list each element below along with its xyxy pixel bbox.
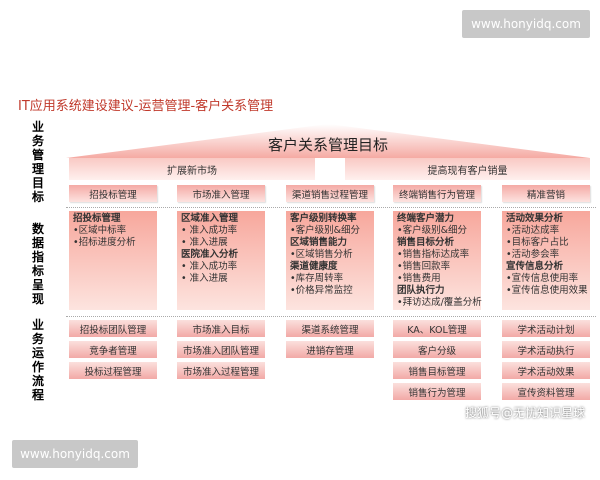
- goal-item: 渠道销售过程管理: [286, 185, 374, 202]
- metric-item: •客户级别&细分: [397, 225, 468, 236]
- goal-band-expand: 扩展新市场: [69, 158, 315, 180]
- metric-item: • 准入成功率: [181, 225, 238, 236]
- metric-heading: 团队执行力: [397, 285, 445, 296]
- metric-item: •客户级别&细分: [290, 225, 361, 236]
- metric-heading: 销售目标分析: [397, 237, 455, 248]
- metric-item: •区域中标率: [73, 225, 127, 236]
- process-item: 投标过程管理: [69, 362, 157, 379]
- section-label-metrics: 数据指标呈现: [31, 222, 44, 306]
- metric-heading: 区域销售能力: [290, 237, 348, 248]
- metric-item: • 准入进展: [181, 237, 228, 248]
- process-item: 学术活动效果: [502, 362, 590, 379]
- metric-box: 招投标管理•区域中标率•招标进度分析: [69, 211, 157, 310]
- process-item: 销售目标管理: [393, 362, 481, 379]
- page-title: IT应用系统建设建议-运营管理-客户关系管理: [18, 99, 274, 114]
- process-item: 渠道系统管理: [286, 320, 374, 337]
- metric-heading: 宣传信息分析: [506, 261, 564, 272]
- process-item: 招投标团队管理: [69, 320, 157, 337]
- metric-item: •价格异常监控: [290, 285, 353, 296]
- metric-heading: 招投标管理: [73, 213, 121, 224]
- section-label-process: 业务运作流程: [31, 318, 44, 402]
- goal-item: 招投标管理: [69, 185, 157, 202]
- process-item: 客户分级: [393, 341, 481, 358]
- metric-item: •销售指标达成率: [397, 249, 470, 260]
- metric-item: •宣传信息使用效果: [506, 285, 588, 296]
- process-item: 竞争者管理: [69, 341, 157, 358]
- metric-item: •销售回款率: [397, 261, 451, 272]
- process-item: 市场准入目标: [177, 320, 265, 337]
- process-item: 宣传资料管理: [502, 383, 590, 400]
- sohu-watermark: 搜狐号@无忧知识星球: [465, 406, 586, 420]
- divider: [66, 316, 596, 317]
- process-item: 市场准入过程管理: [177, 362, 265, 379]
- watermark-bottom: www.honyidq.com: [12, 440, 138, 468]
- process-item: 学术活动执行: [502, 341, 590, 358]
- metric-item: •活动参会率: [506, 249, 560, 260]
- goal-band-increase: 提高现有客户销量: [345, 158, 590, 180]
- metric-heading: 医院准入分析: [181, 249, 239, 260]
- metric-item: •销售费用: [397, 273, 441, 284]
- roof-shape: [66, 124, 590, 158]
- metric-heading: 活动效果分析: [506, 213, 564, 224]
- goal-item: 精准营销: [502, 185, 590, 202]
- metric-heading: 区域准入管理: [181, 213, 239, 224]
- metric-heading: 渠道健康度: [290, 261, 338, 272]
- metric-item: •宣传信息使用率: [506, 273, 579, 284]
- metric-item: •区域销售分析: [290, 249, 353, 260]
- goal-item: 市场准入管理: [177, 185, 265, 202]
- divider: [66, 207, 596, 208]
- roof-title: 客户关系管理目标: [267, 136, 388, 154]
- metric-box: 客户级别转换率•客户级别&细分区域销售能力•区域销售分析渠道健康度•库存周转率•…: [286, 211, 374, 310]
- watermark-top: www.honyidq.com: [462, 10, 590, 38]
- process-item: KA、KOL管理: [393, 320, 481, 337]
- metric-box: 区域准入管理• 准入成功率• 准入进展医院准入分析• 准入成功率• 准入进展: [177, 211, 265, 310]
- process-item: 市场准入团队管理: [177, 341, 265, 358]
- process-item: 销售行为管理: [393, 383, 481, 400]
- metric-box: 活动效果分析•活动达成率•目标客户占比•活动参会率宣传信息分析•宣传信息使用率•…: [502, 211, 590, 310]
- metric-item: •库存周转率: [290, 273, 344, 284]
- metric-box: 终端客户潜力•客户级别&细分销售目标分析•销售指标达成率•销售回款率•销售费用团…: [393, 211, 482, 310]
- metric-item: •活动达成率: [506, 225, 560, 236]
- metric-item: •目标客户占比: [506, 237, 569, 248]
- metric-item: •招标进度分析: [73, 237, 136, 248]
- metric-item: •拜访达成/覆盖分析: [397, 297, 482, 308]
- metric-heading: 客户级别转换率: [290, 213, 357, 224]
- metric-item: • 准入成功率: [181, 261, 238, 272]
- process-item: 进销存管理: [286, 341, 374, 358]
- metric-heading: 终端客户潜力: [397, 213, 455, 224]
- section-label-goals: 业务管理目标: [31, 120, 44, 204]
- goal-item: 终端销售行为管理: [393, 185, 481, 202]
- process-item: 学术活动计划: [502, 320, 590, 337]
- metric-item: • 准入进展: [181, 273, 228, 284]
